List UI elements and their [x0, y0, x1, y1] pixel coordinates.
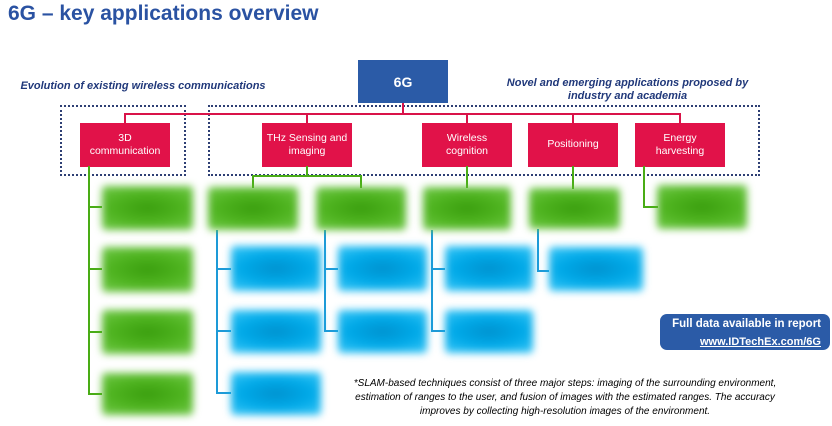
connector-green-thz-stub-b: [360, 175, 362, 188]
redacted-green-box-energy: [657, 185, 747, 229]
slam-footnote: *SLAM-based techniques consist of three …: [305, 377, 825, 419]
group-outline-evolution: [60, 105, 186, 176]
node-6g: 6G: [358, 60, 448, 103]
group-label-evolution: Evolution of existing wireless communica…: [20, 80, 266, 92]
redacted-green-box-3d-2: [102, 247, 193, 292]
node-thz-sensing-imaging: THz Sensing and imaging: [262, 123, 352, 167]
redacted-green-box-positioning: [529, 188, 620, 229]
redacted-blue-box-thz-b1: [338, 246, 427, 291]
connector-red-stub-thz: [306, 113, 308, 123]
connector-red-stub-positioning: [572, 113, 574, 123]
connector-green-3d-stub2: [88, 268, 102, 270]
connector-blue-positioning-trunk: [537, 229, 539, 272]
connector-green-3d-stub3: [88, 331, 102, 333]
report-callout: Full data available in report www.IDTech…: [660, 314, 830, 350]
slam-footnote-line1: *SLAM-based techniques consist of three …: [353, 378, 777, 389]
slam-footnote-line2: estimation of ranges to the user, and fu…: [355, 392, 775, 403]
connector-red-stub-3d: [124, 113, 126, 123]
group-label-novel: Novel and emerging applications proposed…: [500, 77, 755, 102]
node-positioning: Positioning: [528, 123, 618, 167]
connector-green-wireless-stem: [466, 166, 468, 188]
report-callout-text: Full data available in report: [672, 318, 821, 330]
redacted-blue-box-wireless-1: [445, 246, 533, 291]
connector-red-horizontal: [124, 113, 681, 115]
connector-blue-positioning-stub1: [537, 270, 549, 272]
redacted-blue-box-thz-a2: [231, 310, 321, 353]
redacted-blue-box-thz-a3: [231, 372, 321, 415]
connector-green-3d-trunk: [88, 166, 90, 395]
redacted-blue-box-thz-b2: [338, 310, 427, 353]
redacted-green-box-thz-b: [316, 187, 406, 230]
slam-footnote-line3: improves by collecting high-resolution i…: [419, 406, 711, 417]
group-outline-novel: [208, 105, 760, 176]
connector-blue-thz-a-stub1: [216, 268, 231, 270]
redacted-green-box-3d-1: [102, 186, 193, 230]
connector-root-stub: [402, 102, 404, 115]
connector-red-stub-wireless: [466, 113, 468, 123]
connector-blue-thz-b-trunk: [324, 230, 326, 332]
connector-red-stub-energy: [679, 113, 681, 123]
page-title: 6G – key applications overview: [8, 2, 319, 25]
node-3d-communication: 3D communication: [80, 123, 170, 167]
redacted-blue-box-positioning-1: [549, 247, 643, 291]
connector-green-3d-stub4: [88, 393, 102, 395]
redacted-blue-box-thz-a1: [231, 246, 321, 291]
redacted-blue-box-wireless-2: [445, 310, 533, 353]
connector-green-thz-horizontal: [252, 175, 362, 177]
connector-blue-thz-b-stub2: [324, 330, 338, 332]
connector-blue-thz-a-stub2: [216, 330, 231, 332]
node-wireless-cognition: Wireless cognition: [422, 123, 512, 167]
connector-green-positioning-stem: [572, 166, 574, 189]
connector-blue-thz-a-trunk: [216, 230, 218, 394]
connector-blue-thz-a-stub3: [216, 392, 231, 394]
report-link[interactable]: www.IDTechEx.com/6G: [699, 335, 821, 348]
group-label-novel-line2: industry and academia: [567, 89, 688, 102]
connector-blue-wireless-stub1: [431, 268, 445, 270]
redacted-green-box-3d-3: [102, 310, 193, 354]
group-label-novel-line1: Novel and emerging applications proposed…: [506, 77, 749, 89]
connector-green-energy-elbow: [643, 206, 658, 208]
node-energy-harvesting: Energy harvesting: [635, 123, 725, 167]
connector-blue-thz-b-stub1: [324, 268, 338, 270]
redacted-green-box-thz-a: [208, 187, 298, 230]
connector-blue-wireless-trunk: [431, 230, 433, 332]
connector-green-energy-stem: [643, 166, 645, 208]
connector-blue-wireless-stub2: [431, 330, 445, 332]
connector-green-thz-stub-a: [252, 175, 254, 188]
connector-green-thz-stem: [306, 166, 308, 177]
redacted-green-box-wireless: [423, 187, 511, 230]
redacted-green-box-3d-4: [102, 373, 193, 415]
connector-green-3d-stub1: [88, 206, 102, 208]
